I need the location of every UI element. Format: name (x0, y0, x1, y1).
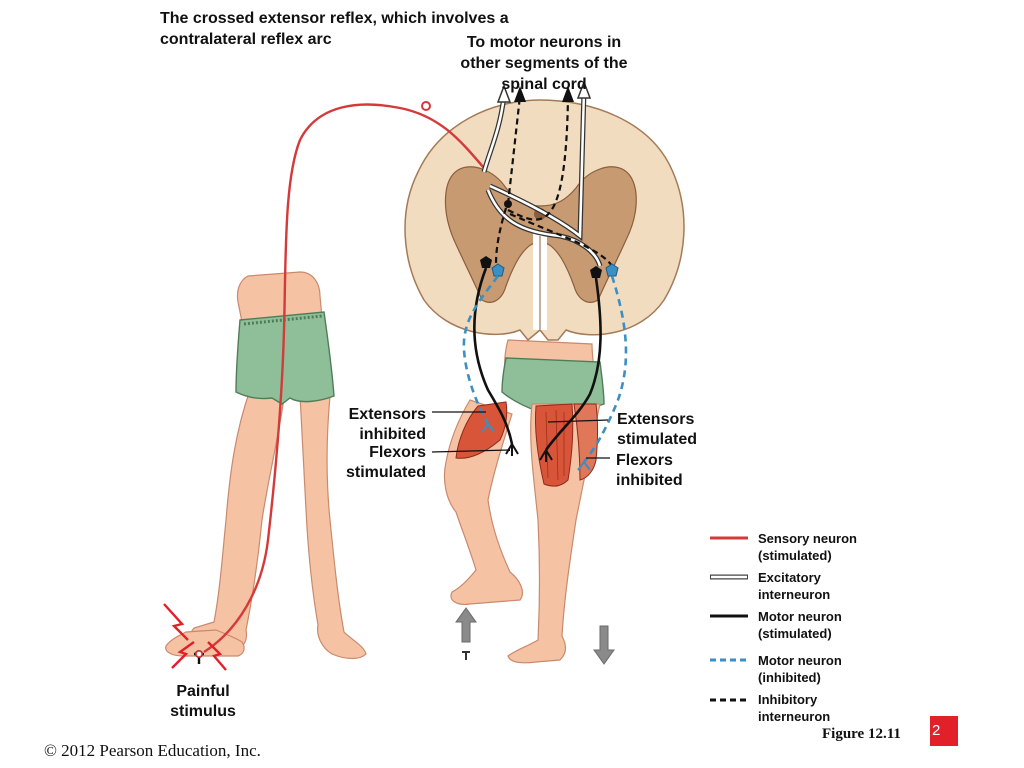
left-shorts (235, 311, 335, 405)
sensory-neuron (203, 103, 485, 654)
arrow-down-icon (593, 625, 615, 665)
label-extensors-stimulated: Extensors stimulated (617, 411, 698, 448)
legend-swatches (710, 536, 750, 702)
diagram-title: The crossed extensor reflex, which invol… (160, 10, 509, 48)
standing-leg-muscle-back (573, 403, 598, 481)
lightning-icon-2 (171, 641, 195, 669)
neural-pathways (203, 79, 628, 654)
inhibitory-interneuron-2 (507, 95, 570, 221)
label-flexors-inhibited: Flexors inhibited (616, 452, 683, 489)
copyright-notice: © 2012 Pearson Education, Inc. (44, 741, 261, 760)
right-thigh-back (299, 394, 367, 660)
motor-neuron-stimulated-left (472, 267, 514, 445)
motor-neuron-inhibited-left (462, 275, 500, 425)
inhibitory-interneuron-4 (509, 212, 613, 267)
motor-neurons-note: To motor neurons in other segments of th… (460, 34, 628, 93)
spinal-cord (404, 99, 685, 342)
inhibitory-interneuron-1 (506, 95, 522, 205)
legend-label-inhibitory: Inhibitory interneuron (758, 692, 831, 724)
legend-label-motor-inhibited: Motor neuron (inhibited) (758, 653, 842, 685)
motor-neuron-inhibited-right (583, 275, 628, 463)
lightning-icon-1 (163, 603, 189, 641)
leader-lines (431, 411, 610, 459)
arrow-up-icon (455, 607, 477, 643)
slide-number-badge: 2 (930, 716, 958, 746)
label-flexors-stimulated: Flexors stimulated (345, 444, 426, 481)
lightning-icon-3 (207, 641, 227, 671)
legend-label-sensory: Sensory neuron (stimulated) (758, 531, 857, 563)
motor-neuron-stimulated-right (544, 277, 602, 451)
standing-leg-muscle-front (535, 403, 574, 487)
figure-number: Figure 12.11 (822, 726, 901, 742)
torso-left (236, 271, 323, 323)
label-extensors-inhibited: Extensors inhibited (348, 406, 426, 443)
stimulus-marks (163, 603, 227, 671)
legend-label-motor-stimulated: Motor neuron (stimulated) (758, 609, 842, 641)
standing-leg (507, 403, 601, 664)
left-leg (165, 271, 367, 660)
inhibitory-interneuron-3 (494, 207, 508, 265)
bent-leg-muscle (455, 401, 508, 459)
movement-arrows (455, 607, 615, 665)
legend-label-excitatory: Excitatory interneuron (758, 570, 831, 602)
right-legs (443, 339, 605, 664)
label-painful-stimulus: Painful stimulus (170, 683, 236, 720)
